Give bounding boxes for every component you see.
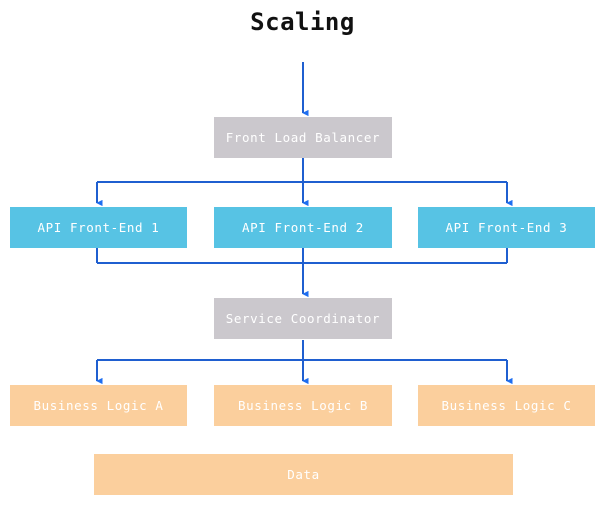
node-api-front-end-1[interactable]: API Front-End 1: [10, 207, 187, 248]
node-business-logic-a[interactable]: Business Logic A: [10, 385, 187, 426]
node-service-coordinator[interactable]: Service Coordinator: [214, 298, 392, 339]
node-business-logic-b[interactable]: Business Logic B: [214, 385, 392, 426]
node-business-logic-c[interactable]: Business Logic C: [418, 385, 595, 426]
node-label: Business Logic B: [237, 398, 368, 413]
node-front-load-balancer[interactable]: Front Load Balancer: [214, 117, 392, 158]
node-label: API Front-End 2: [242, 220, 364, 235]
node-label: Service Coordinator: [225, 311, 381, 326]
node-label: API Front-End 1: [37, 220, 160, 235]
node-label: API Front-End 3: [445, 220, 568, 235]
page-title: Scaling: [250, 8, 355, 36]
node-data-store[interactable]: Data: [94, 454, 513, 495]
node-label: Business Logic A: [33, 398, 164, 413]
node-label: Business Logic C: [441, 398, 572, 413]
node-api-front-end-3[interactable]: API Front-End 3: [418, 207, 595, 248]
node-label: Data: [287, 467, 320, 482]
node-label: Front Load Balancer: [225, 130, 381, 145]
node-api-front-end-2[interactable]: API Front-End 2: [214, 207, 392, 248]
